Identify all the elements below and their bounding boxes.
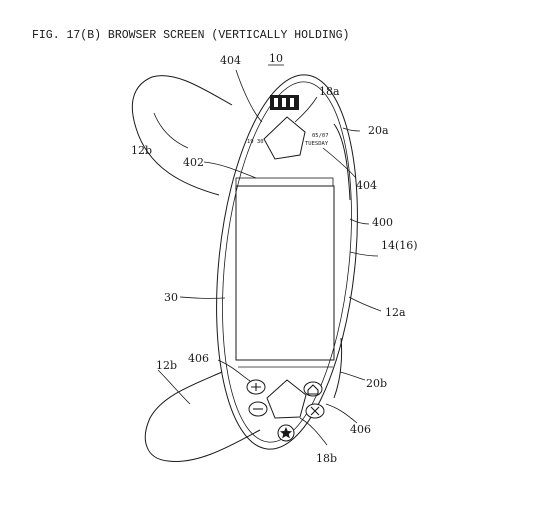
ref-12a: 12a [385, 306, 406, 319]
ref-14-16: 14(16) [381, 239, 418, 252]
star-button[interactable] [277, 424, 295, 442]
close-icon [310, 406, 320, 416]
device-body-outer [216, 74, 358, 450]
ref-20b: 20b [366, 377, 387, 390]
ref-12b-bottom: 12b [156, 359, 177, 372]
ref-404-top: 404 [220, 54, 241, 67]
ref-402: 402 [183, 156, 204, 169]
clock-text: 19 30 [247, 139, 264, 145]
ref-12b-top: 12b [131, 144, 152, 157]
plus-icon [251, 383, 261, 391]
minus-button[interactable] [248, 401, 268, 417]
device-ref-label: 10 [269, 52, 283, 65]
ref-20a: 20a [368, 124, 389, 137]
bottom-controller-grip [144, 371, 261, 463]
date-text: 05/07 [312, 133, 329, 139]
display-screen [235, 185, 335, 361]
battery-icon [270, 95, 299, 110]
analog-stick-18b [266, 379, 307, 419]
status-bar-402 [235, 177, 334, 187]
close-button[interactable] [305, 403, 325, 419]
star-icon [280, 427, 292, 439]
top-controller-grip [131, 75, 233, 196]
side-button-20a [333, 123, 351, 201]
ref-18b: 18b [316, 452, 337, 465]
device-body-inner [222, 81, 352, 443]
plus-button[interactable] [246, 379, 266, 395]
ref-30: 30 [164, 291, 178, 304]
home-icon [307, 384, 319, 395]
home-button[interactable] [303, 381, 323, 397]
ref-406-left: 406 [188, 352, 209, 365]
ref-18a: 18a [319, 85, 340, 98]
leader-lines [153, 69, 382, 446]
side-button-20b [333, 337, 343, 399]
figure-title: FIG. 17(B) BROWSER SCREEN (VERTICALLY HO… [32, 29, 349, 42]
ref-406-right: 406 [350, 423, 371, 436]
ref-404-mid: 404 [356, 179, 377, 192]
day-text: TUESDAY [305, 141, 329, 147]
analog-stick-18a [263, 116, 306, 160]
ref-400: 400 [372, 216, 393, 229]
